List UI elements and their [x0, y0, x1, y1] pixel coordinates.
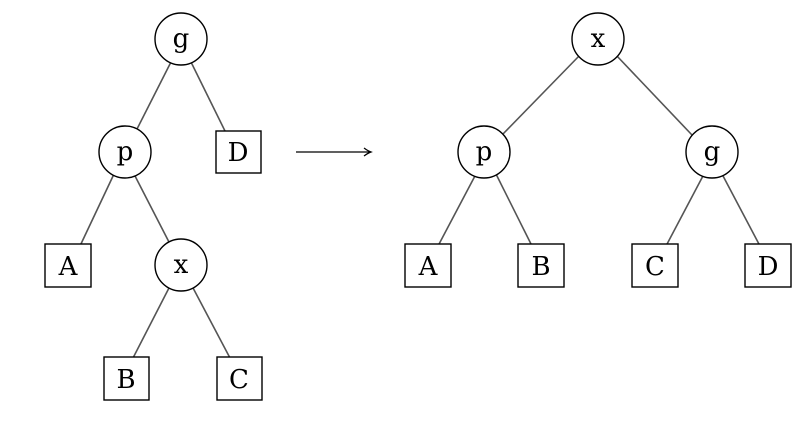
leaf-A-right: A: [404, 243, 452, 288]
leaf-A: A: [44, 243, 92, 288]
node-p-right-label: p: [476, 137, 493, 167]
node-g: g: [154, 12, 208, 66]
transform-arrow: [296, 147, 373, 157]
edge-g-C2: [665, 173, 705, 247]
edge-g-p: [135, 59, 173, 132]
leaf-D: D: [215, 130, 262, 174]
node-p-label: p: [117, 137, 134, 167]
leaf-A-right-label: A: [418, 252, 439, 282]
edge-x-g: [615, 54, 693, 136]
edge-x-p: [501, 54, 581, 136]
node-x-root: x: [571, 12, 625, 66]
leaf-D-label: D: [228, 138, 249, 168]
node-p-right: p: [457, 125, 511, 179]
leaf-B-right: B: [517, 243, 565, 288]
edge-p-A: [79, 173, 115, 247]
leaf-C-label: C: [229, 365, 249, 395]
after-tree: x p g A B C D: [404, 12, 792, 288]
node-x: x: [154, 238, 208, 292]
edge-p-A2: [437, 173, 477, 247]
leaf-C: C: [216, 356, 263, 401]
before-tree: g p D A x B C: [44, 12, 263, 401]
leaf-D-right: D: [744, 243, 792, 288]
leaf-A-label: A: [58, 252, 79, 282]
leaf-B-label: B: [116, 365, 135, 395]
node-g-right: g: [685, 125, 739, 179]
edge-x-C: [191, 285, 231, 359]
node-p: p: [98, 125, 152, 179]
node-x-label: x: [174, 250, 189, 280]
leaf-B-right-label: B: [531, 252, 550, 282]
leaf-D-right-label: D: [758, 252, 779, 282]
node-g-label: g: [173, 24, 190, 54]
leaf-B: B: [103, 356, 150, 401]
edge-p-x: [133, 173, 171, 245]
edge-x-B: [132, 285, 171, 359]
leaf-C-right-label: C: [645, 252, 665, 282]
edge-g-D: [189, 59, 226, 132]
edge-g-D2: [721, 173, 761, 247]
edge-p-B2: [495, 173, 533, 247]
node-g-right-label: g: [704, 137, 721, 167]
leaf-C-right: C: [631, 243, 679, 288]
node-x-root-label: x: [591, 24, 606, 54]
